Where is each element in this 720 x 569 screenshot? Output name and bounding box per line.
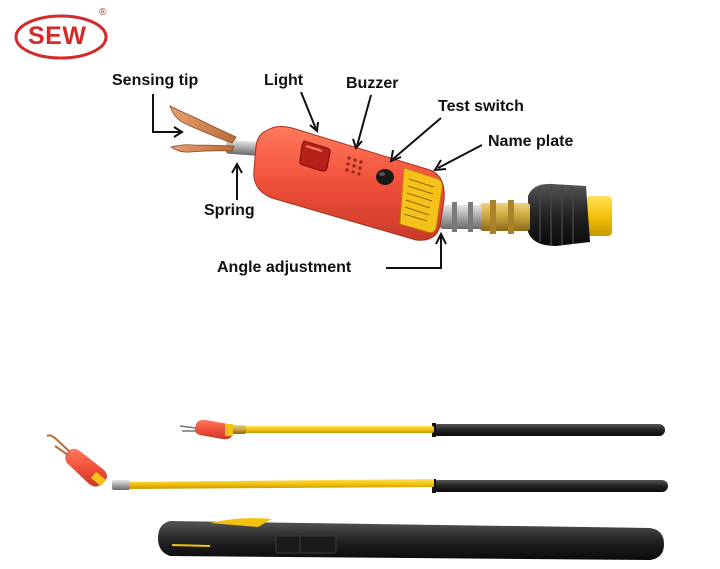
lower-yellow-pole <box>128 479 434 489</box>
detector-closeup <box>169 105 612 246</box>
upper-black-handle <box>432 424 665 436</box>
logo-ellipse <box>14 14 108 60</box>
assembled-unit-upper <box>179 419 665 440</box>
buzzer-grille <box>345 156 363 176</box>
upper-yellow-pole <box>244 426 434 433</box>
label-light: Light <box>264 72 304 89</box>
upper-detector-head <box>194 419 234 440</box>
callout-arrows <box>152 91 483 269</box>
lower-black-handle <box>432 480 668 492</box>
sensing-tip-prong-lower <box>170 144 235 153</box>
carrying-bag <box>158 518 664 560</box>
test-switch-button <box>376 169 394 185</box>
brass-fitting <box>480 203 530 231</box>
label-angle-adjustment: Angle adjustment <box>217 259 352 276</box>
light-window <box>299 140 331 172</box>
label-sensing-tip: Sensing tip <box>112 72 199 89</box>
assembled-unit-lower <box>46 434 668 493</box>
label-spring: Spring <box>204 202 255 219</box>
label-test-switch: Test switch <box>438 98 524 115</box>
sensing-tip-prong-upper <box>169 105 237 144</box>
black-grip <box>528 183 590 246</box>
label-name-plate: Name plate <box>488 133 574 150</box>
angle-connector <box>440 205 482 229</box>
pole-end <box>586 196 612 236</box>
brand-logo: SEW <box>28 22 87 50</box>
label-buzzer: Buzzer <box>346 75 399 92</box>
registered-mark: ® <box>99 7 107 18</box>
